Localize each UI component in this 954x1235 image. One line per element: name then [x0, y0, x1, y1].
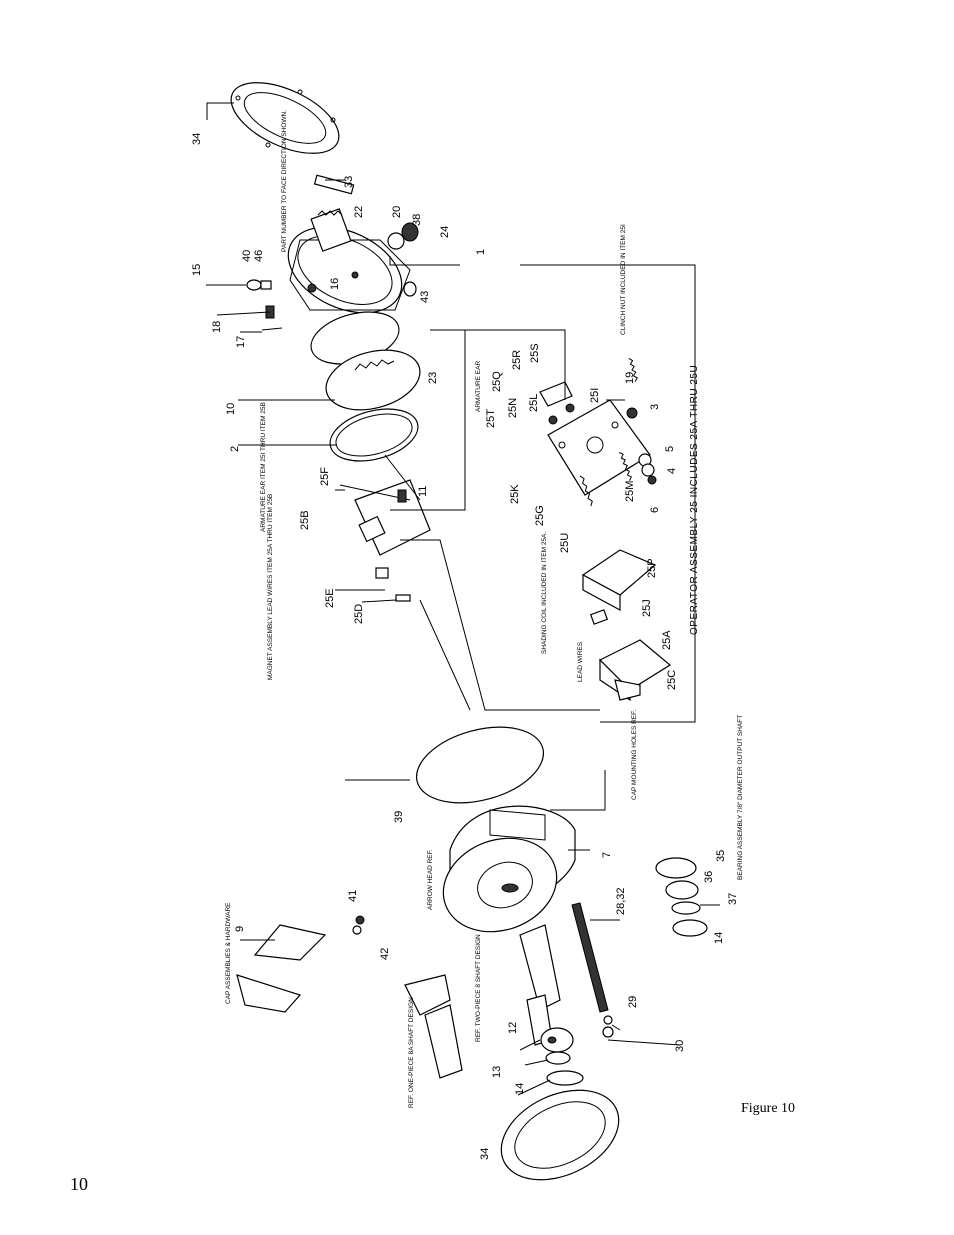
- label-13: 13: [491, 1066, 503, 1078]
- label-37: 37: [727, 893, 739, 905]
- label-25M: 25M: [624, 481, 636, 502]
- label-25J: 25J: [641, 599, 653, 617]
- label-5: 5: [664, 446, 676, 452]
- label-2: 2: [229, 446, 241, 452]
- label-40: 40: [241, 250, 253, 262]
- small-parts-20-38-24: [387, 222, 419, 297]
- label-17: 17: [235, 336, 247, 348]
- page-number: 10: [70, 1174, 88, 1194]
- label-11: 11: [417, 486, 429, 497]
- label-25S: 25S: [529, 343, 541, 363]
- gasket-39: [345, 726, 545, 804]
- label-38: 38: [411, 214, 423, 226]
- operator-assembly-bracket: [390, 264, 696, 723]
- label-43: 43: [419, 291, 431, 303]
- label-9: 9: [234, 926, 246, 932]
- label-7: 7: [601, 852, 613, 858]
- note-part-number-face: PART NUMBER TO FACE DIRECTION SHOWN.: [281, 110, 288, 252]
- bearing-12: [540, 1027, 584, 1086]
- label-46: 46: [253, 250, 265, 262]
- label-25B: 25B: [299, 510, 311, 530]
- label-23: 23: [427, 372, 439, 384]
- label-34-top: 34: [191, 133, 203, 145]
- note-arrow-head: ARROW HEAD REF.: [427, 849, 434, 910]
- label-36: 36: [703, 871, 715, 883]
- discs: [310, 311, 421, 462]
- shaft-8: [519, 924, 561, 1046]
- label-34-bottom: 34: [479, 1148, 491, 1160]
- label-3: 3: [649, 404, 661, 410]
- notes: PART NUMBER TO FACE DIRECTION SHOWN. ARM…: [225, 110, 744, 1108]
- label-6: 6: [649, 507, 661, 513]
- label-25T: 25T: [485, 409, 497, 428]
- label-29: 29: [627, 996, 639, 1008]
- label-25Q: 25Q: [491, 371, 503, 392]
- part-labels: 34 33 22 20 38 24 1 43 15 40 46 16 18 17…: [191, 133, 739, 1160]
- label-4: 4: [666, 468, 678, 474]
- armature-plate: [539, 381, 651, 496]
- label-39: 39: [393, 811, 405, 823]
- label-18: 18: [211, 321, 223, 333]
- label-30: 30: [674, 1040, 686, 1052]
- label-22: 22: [353, 206, 365, 218]
- note-armature-ear: ARMATURE EAR: [475, 361, 482, 412]
- armature-bracket: [339, 454, 431, 602]
- main-body: [442, 805, 576, 933]
- label-25D: 25D: [353, 604, 365, 624]
- figure-caption: Figure 10: [741, 1101, 796, 1116]
- housing: [287, 226, 411, 314]
- label-35: 35: [715, 850, 727, 862]
- note-bearing-assembly: BEARING ASSEMBLY 7/8" DIAMETER OUTPUT SH…: [737, 715, 744, 880]
- gasket-bottom: [500, 1089, 620, 1181]
- threaded-rod: [571, 902, 614, 1038]
- note-armature-ear-25: ARMATURE EAR ITEM 25I THRU ITEM 25B: [260, 402, 267, 532]
- note-magnet-assembly: MAGNET ASSEMBLY LEAD WIRES ITEM 25A THRU…: [267, 494, 274, 680]
- note-one-piece-shaft: REF. ONE-PIECE 8A SHAFT DESIGN: [408, 997, 415, 1108]
- label-16: 16: [329, 278, 341, 290]
- label-14-left: 14: [514, 1083, 526, 1095]
- label-25P: 25P: [646, 558, 658, 578]
- label-25R: 25R: [511, 350, 523, 370]
- magnet-assembly: [581, 549, 672, 702]
- label-25I: 25I: [589, 388, 601, 403]
- label-25K: 25K: [509, 484, 521, 504]
- label-25N: 25N: [507, 398, 519, 418]
- label-10: 10: [225, 403, 237, 415]
- label-24: 24: [439, 226, 451, 238]
- label-19: 19: [624, 372, 636, 384]
- label-1: 1: [475, 249, 487, 255]
- cap-9: [236, 915, 365, 1013]
- label-33: 33: [343, 176, 355, 188]
- label-15: 15: [191, 264, 203, 276]
- label-20: 20: [391, 206, 403, 218]
- bearing-assembly: [655, 857, 708, 937]
- label-28-32: 28,32: [615, 887, 627, 915]
- label-25G: 25G: [534, 505, 546, 526]
- note-shading-coil: SHADING COIL INCLUDED IN ITEM 25A.: [541, 532, 548, 654]
- label-42: 42: [379, 948, 391, 960]
- label-25L: 25L: [528, 394, 540, 412]
- note-operator-assembly: OPERATOR ASSEMBLY 25 INCLUDES 25A THRU 2…: [689, 365, 700, 635]
- gasket-top: [230, 82, 340, 154]
- leader-lines: [206, 102, 720, 1096]
- gear-8A: [404, 974, 463, 1079]
- note-lead-wires: LEAD WIRES: [577, 641, 584, 682]
- note-cap-assemblies: CAP ASSEMBLIES & HARDWARE: [225, 902, 232, 1004]
- label-25A: 25A: [661, 630, 673, 650]
- label-25C: 25C: [666, 670, 678, 690]
- note-two-piece-shaft: REF. TWO-PIECE 8 SHAFT DESIGN: [475, 934, 482, 1042]
- label-25F: 25F: [319, 467, 331, 486]
- label-14-right: 14: [713, 932, 725, 944]
- springs: [579, 357, 657, 507]
- label-41: 41: [347, 890, 359, 902]
- label-12: 12: [507, 1022, 519, 1034]
- label-25U: 25U: [559, 533, 571, 553]
- note-cap-mounting-holes: CAP MOUNTING HOLES REF.: [631, 710, 638, 800]
- screw-parts-15-18: [246, 279, 283, 331]
- label-25E: 25E: [324, 588, 336, 608]
- note-clinch-nut: CLINCH NUT INCLUDED IN ITEM 25I: [620, 224, 627, 335]
